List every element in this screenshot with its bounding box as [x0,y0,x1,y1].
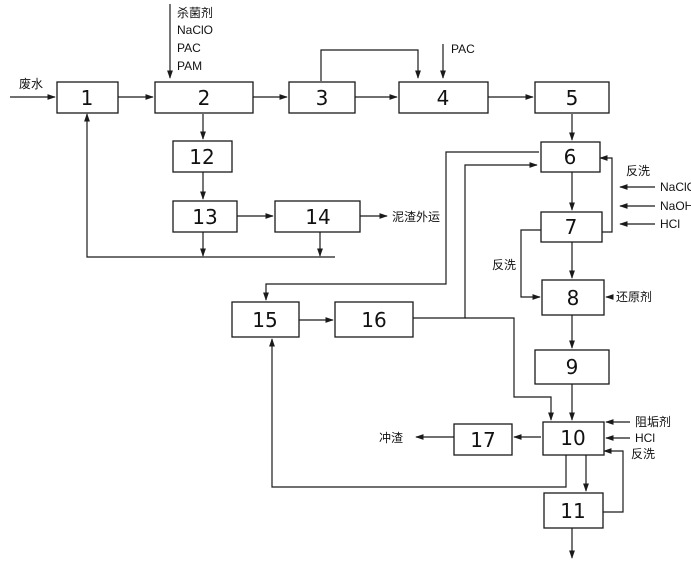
box-2: 2 [154,81,254,114]
label-pac-2: PAC [177,41,201,55]
box-12: 12 [172,140,233,173]
label-reductant: 还原剂 [616,289,652,304]
box-14: 14 [274,200,361,233]
label-antiscalant: 阻垢剂 [635,414,671,429]
box-3: 3 [288,81,356,114]
flow-backwash-7-to-8 [520,229,541,300]
box-10: 10 [542,421,605,456]
label-backwash-7: 反洗 [492,258,516,272]
box-12-label: 12 [189,145,214,169]
box-16: 16 [334,301,414,338]
label-wastewater: 废水 [19,76,43,91]
box-16-label: 16 [361,308,386,332]
flow-3-bypass-to-4 [320,49,421,81]
label-sludge-out: 泥渣外运 [392,210,440,224]
label-hcl-10: HCl [635,431,655,445]
flow-backwash-11-to-10 [603,448,624,513]
box-4: 4 [398,81,489,114]
box-10-label: 10 [560,426,585,450]
label-naoh-6: NaOH [660,199,691,213]
label-pac-4: PAC [451,42,475,56]
label-pam-2: PAM [177,59,202,73]
flow-6-to-15 [263,151,539,301]
box-15-label: 15 [252,308,277,332]
flow-return-to-1 [84,113,335,258]
box-9: 9 [534,349,610,385]
box-17-label: 17 [470,428,495,452]
box-1: 1 [56,81,119,114]
label-naclo-6: NaClO [660,180,691,194]
box-6: 6 [540,141,601,173]
box-8-label: 8 [567,286,580,310]
box-3-label: 3 [316,86,329,110]
label-flush: 冲渣 [379,430,403,445]
box-9-label: 9 [566,355,579,379]
flow-10-to-15 [269,338,567,488]
flow-16-to-10 [465,317,554,421]
box-13-label: 13 [192,205,217,229]
label-backwash-6: 反洗 [626,164,650,178]
flow-backwash-7-to-6 [599,155,613,233]
box-5: 5 [534,81,610,114]
box-2-label: 2 [198,86,211,110]
box-4-label: 4 [437,86,450,110]
box-6-label: 6 [564,145,577,169]
box-17: 17 [453,423,513,456]
box-11: 11 [543,492,604,529]
label-backwash-10: 反洗 [631,447,655,461]
box-5-label: 5 [566,86,579,110]
box-8: 8 [541,279,605,316]
label-naclo-2: NaClO [177,23,213,37]
box-7-label: 7 [565,215,578,239]
box-13: 13 [172,200,238,233]
box-11-label: 11 [560,499,585,523]
label-hcl-6: HCl [660,217,680,231]
flow-lines [10,4,655,559]
box-14-label: 14 [305,205,330,229]
label-bactericide: 杀菌剂 [177,5,213,20]
flow-16-to-6 [413,162,538,319]
box-1-label: 1 [81,86,94,110]
box-15: 15 [231,301,300,338]
box-7: 7 [540,211,603,243]
annotation-labels: 废水 杀菌剂 NaClO PAC PAM PAC 反洗 NaClO NaOH H… [19,5,691,461]
